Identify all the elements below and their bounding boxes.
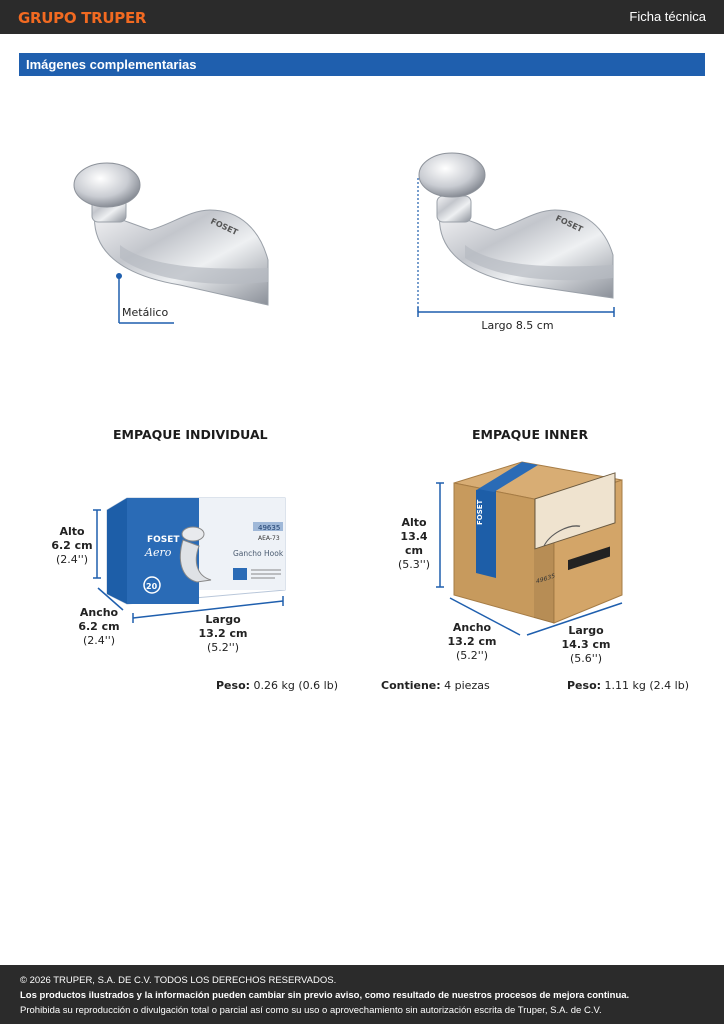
product-hook-image-1: FOSET [73,162,269,306]
doc-type-label: Ficha técnica [629,9,706,24]
inner-box-brand: FOSET [476,499,484,525]
individual-largo-dimension: Largo 13.2 cm (5.2'') [198,613,248,654]
box-brand: FOSET [147,535,180,545]
inner-largo-dimension: Largo 14.3 cm (5.6'') [561,624,611,665]
footer-copyright: © 2026 TRUPER, S.A. DE C.V. TODOS LOS DE… [20,975,337,986]
inner-pack-heading: EMPAQUE INNER [472,427,589,442]
section-title: Imágenes complementarias [26,57,197,72]
individual-weight: Peso: 0.26 kg (0.6 lb) [216,679,338,692]
inner-box-image: FOSET 49635 [436,461,623,636]
box-years: 20 [146,582,158,591]
material-callout-line [116,273,174,324]
box-code: 49635 [258,524,280,532]
brand-logo: GRUPO TRUPER [18,9,147,27]
box-product: Gancho Hook [233,549,284,558]
length-label: Largo 8.5 cm [481,319,554,332]
product-hook-image-2: FOSET [418,152,614,299]
material-label: Metálico [122,306,169,319]
footer-notice: Los productos ilustrados y la informació… [20,990,630,1001]
box-model: AEA-73 [258,535,280,542]
individual-pack-heading: EMPAQUE INDIVIDUAL [113,427,268,442]
individual-box-image: FOSET Aero 20 49635 AEA-73 Gancho Hook [93,497,286,623]
length-dimension-line [417,178,615,317]
footer-prohibition: Prohibida su reproducción o divulgación … [20,1005,602,1016]
box-line: Aero [144,546,172,559]
section-header: Imágenes complementarias [19,53,705,76]
inner-alto-dimension: Alto 13.4 cm (5.3'') [397,516,431,571]
top-bar: GRUPO TRUPER Ficha técnica [0,0,724,34]
inner-contents: Contiene: 4 piezas [381,679,490,692]
individual-ancho-dimension: Ancho 6.2 cm (2.4'') [78,606,120,647]
individual-alto-dimension: Alto 6.2 cm (2.4'') [51,525,93,566]
inner-ancho-dimension: Ancho 13.2 cm (5.2'') [447,621,497,662]
inner-weight: Peso: 1.11 kg (2.4 lb) [567,679,689,692]
footer: © 2026 TRUPER, S.A. DE C.V. TODOS LOS DE… [0,965,724,1024]
